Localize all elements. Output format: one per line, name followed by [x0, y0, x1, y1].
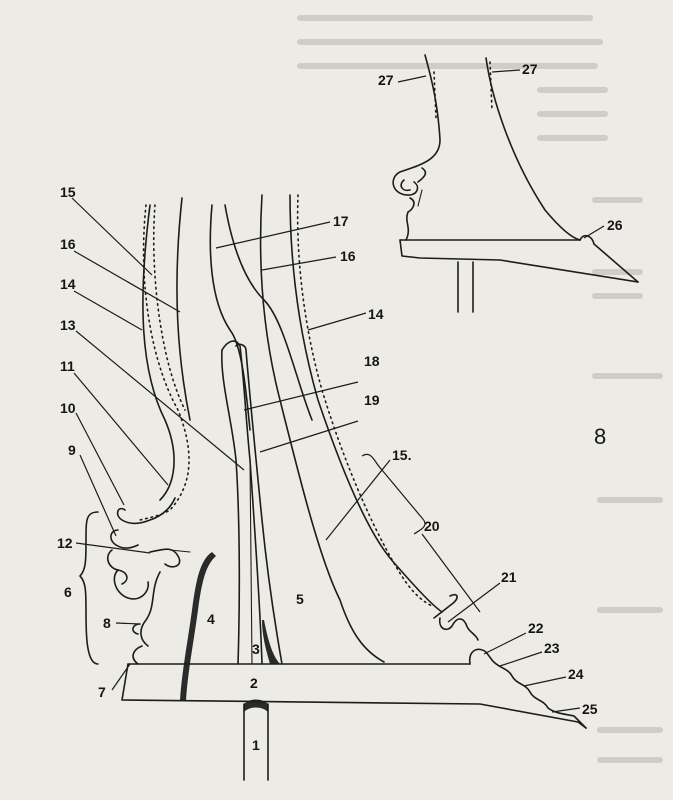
label-9: 9 [68, 442, 76, 458]
label-27-left: 27 [378, 72, 394, 88]
leader-lines [71, 69, 605, 713]
label-1: 1 [252, 737, 260, 753]
label-11: 11 [60, 358, 75, 374]
inset-drawing [392, 54, 639, 313]
label-19: 19 [364, 392, 380, 408]
label-21: 21 [501, 569, 517, 585]
label-15-right: 15. [392, 447, 411, 463]
label-15: 15 [60, 184, 76, 200]
label-2: 2 [250, 675, 258, 691]
label-10: 10 [60, 400, 76, 416]
label-14: 14 [60, 276, 76, 292]
label-14-right: 14 [368, 306, 384, 322]
label-17: 17 [333, 213, 349, 229]
label-3: 3 [252, 641, 260, 657]
label-8: 8 [103, 615, 111, 631]
main-drawing [79, 194, 587, 781]
label-20: 20 [424, 518, 440, 534]
label-12: 12 [57, 535, 73, 551]
label-7: 7 [98, 684, 106, 700]
label-5: 5 [296, 591, 304, 607]
callout-labels: 1 2 3 4 5 6 7 8 9 10 11 12 13 14 15 16 1… [57, 61, 623, 753]
label-27-right: 27 [522, 61, 538, 77]
label-4: 4 [207, 611, 215, 627]
label-16-right: 16 [340, 248, 356, 264]
show-through-text [297, 15, 663, 763]
label-18: 18 [364, 353, 380, 369]
label-22: 22 [528, 620, 544, 636]
label-25: 25 [582, 701, 598, 717]
label-6: 6 [64, 584, 72, 600]
figure-number: 8 [594, 424, 606, 449]
label-26: 26 [607, 217, 623, 233]
label-24: 24 [568, 666, 584, 682]
label-23: 23 [544, 640, 560, 656]
label-16: 16 [60, 236, 76, 252]
label-13: 13 [60, 317, 76, 333]
